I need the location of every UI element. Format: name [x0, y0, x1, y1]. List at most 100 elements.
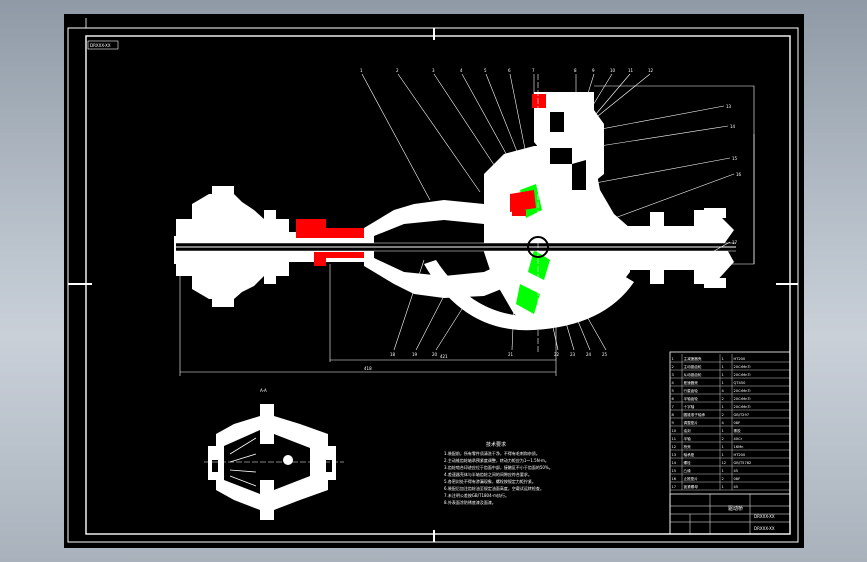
balloon-3: 3 [432, 68, 435, 73]
bottom-right-code: DRXXX-XX [754, 526, 775, 531]
part-no: 9 [672, 421, 675, 425]
part-material: 20CrMnTi [734, 365, 751, 369]
part-qty: 1 [722, 365, 724, 369]
section-view-a-a: A-A [204, 388, 344, 520]
part-no: 17 [672, 485, 677, 489]
dimension-lines [179, 264, 557, 376]
part-material: HT200 [734, 357, 746, 361]
tech-req-line-2: 2.主动锥齿轮轴承预紧度调整，转动力矩应为1～1.5N·m。 [444, 457, 549, 463]
part-name: 差速器壳 [684, 380, 699, 385]
part-qty: 1 [722, 469, 724, 473]
frame-center-marks [68, 28, 798, 542]
balloon-25: 25 [602, 352, 608, 357]
part-material: 16Mn [734, 445, 744, 449]
part-material: 橡胶 [734, 428, 742, 433]
part-balloons-bottom: 18 19 20 21 22 23 24 25 [390, 352, 608, 357]
part-no: 10 [672, 429, 677, 433]
part-material: 20CrMnTi [734, 405, 751, 409]
part-name: 圆锥滚子轴承 [684, 412, 706, 417]
part-no: 4 [672, 381, 675, 385]
part-no: 6 [672, 397, 675, 401]
corner-tag: DRXXX-XX [90, 43, 111, 48]
drawing-code: DRXXX-XX [754, 514, 775, 519]
part-material: GB/T297 [734, 413, 750, 417]
balloon-21: 21 [508, 352, 514, 357]
part-no: 3 [672, 373, 674, 377]
balloon-19: 19 [412, 352, 418, 357]
part-no: 11 [672, 437, 677, 441]
part-no: 15 [672, 469, 677, 473]
tech-req-line-6: 6.装配后加注齿轮油至规定油面高度，空载试运转检查。 [444, 485, 544, 491]
main-assembly-view: 418 421 [174, 68, 755, 376]
part-name: 主动锥齿轮 [684, 364, 702, 369]
part-qty: 1 [722, 357, 724, 361]
tech-req-line-8: 8.外表面涂防锈底漆及面漆。 [444, 499, 496, 505]
part-material: HT200 [734, 453, 746, 457]
balloon-9: 9 [592, 68, 595, 73]
balloon-22: 22 [554, 352, 560, 357]
part-no: 7 [672, 405, 674, 409]
part-no: 5 [672, 389, 674, 393]
part-material: 45 [734, 469, 739, 473]
balloon-1: 1 [360, 68, 363, 73]
part-qty: 1 [722, 373, 724, 377]
balloon-7: 7 [532, 68, 535, 73]
part-material: 20CrMnTi [734, 373, 751, 377]
section-label: A-A [260, 388, 267, 393]
balloon-6: 6 [508, 68, 511, 73]
part-name: 油封 [684, 428, 692, 433]
tech-req-line-1: 1.装配前，所有零件须清洗干净，不得有毛刺和杂质。 [444, 450, 540, 456]
balloon-23: 23 [570, 352, 576, 357]
part-qty: 2 [722, 437, 724, 441]
part-qty: 1 [722, 429, 724, 433]
balloon-13: 13 [726, 104, 732, 109]
part-material: QT450 [734, 381, 747, 385]
balloon-14: 14 [730, 124, 736, 129]
part-balloons-top: 1 2 3 4 5 6 7 8 9 10 11 12 [360, 68, 654, 73]
part-qty: 4 [722, 421, 725, 425]
tech-req-line-5: 5.各密封处不得有渗漏现象，螺栓按规定力矩拧紧。 [444, 478, 536, 484]
part-balloons-right: 13 14 15 16 17 [726, 104, 742, 245]
part-qty: 2 [722, 397, 724, 401]
part-name: 行星齿轮 [684, 388, 699, 393]
part-name: 锁紧螺母 [684, 484, 699, 489]
part-qty: 1 [722, 405, 724, 409]
part-material: 08F [734, 477, 741, 481]
balloon-10: 10 [610, 68, 616, 73]
leader-lines [361, 73, 735, 351]
part-qty: 1 [722, 485, 724, 489]
part-no: 13 [672, 453, 677, 457]
part-name: 止推垫片 [684, 476, 699, 481]
part-material: GB/T5782 [734, 461, 752, 465]
part-name: 轴承座 [684, 452, 695, 457]
dimension-421: 421 [440, 354, 448, 359]
balloon-20: 20 [432, 352, 438, 357]
balloon-16: 16 [736, 172, 742, 177]
part-qty: 2 [722, 477, 724, 481]
cad-drawing: DRXXX-XX [67, 18, 799, 543]
balloon-12: 12 [648, 68, 654, 73]
tech-req-title: 技术要求 [486, 441, 506, 448]
part-no: 2 [672, 365, 674, 369]
part-material: 45 [734, 485, 739, 489]
balloon-18: 18 [390, 352, 396, 357]
balloon-15: 15 [732, 156, 738, 161]
part-qty: 4 [722, 389, 725, 393]
technical-requirements: 技术要求 1.装配前，所有零件须清洗干净，不得有毛刺和杂质。 2.主动锥齿轮轴承… [444, 441, 553, 505]
drawing-name: 驱动桥 [728, 505, 743, 512]
part-name: 从动锥齿轮 [684, 372, 702, 377]
part-material: 40Cr [734, 437, 743, 441]
part-qty: 12 [722, 461, 727, 465]
part-name: 螺栓 [684, 460, 692, 465]
part-qty: 1 [722, 453, 724, 457]
part-name: 半轴齿轮 [684, 396, 699, 401]
part-material: 08F [734, 421, 741, 425]
balloon-2: 2 [396, 68, 399, 73]
part-qty: 2 [722, 413, 724, 417]
part-name: 凸缘 [684, 468, 692, 473]
part-no: 16 [672, 477, 677, 481]
drawing-viewport[interactable]: DRXXX-XX [64, 14, 804, 548]
balloon-17: 17 [732, 240, 738, 245]
